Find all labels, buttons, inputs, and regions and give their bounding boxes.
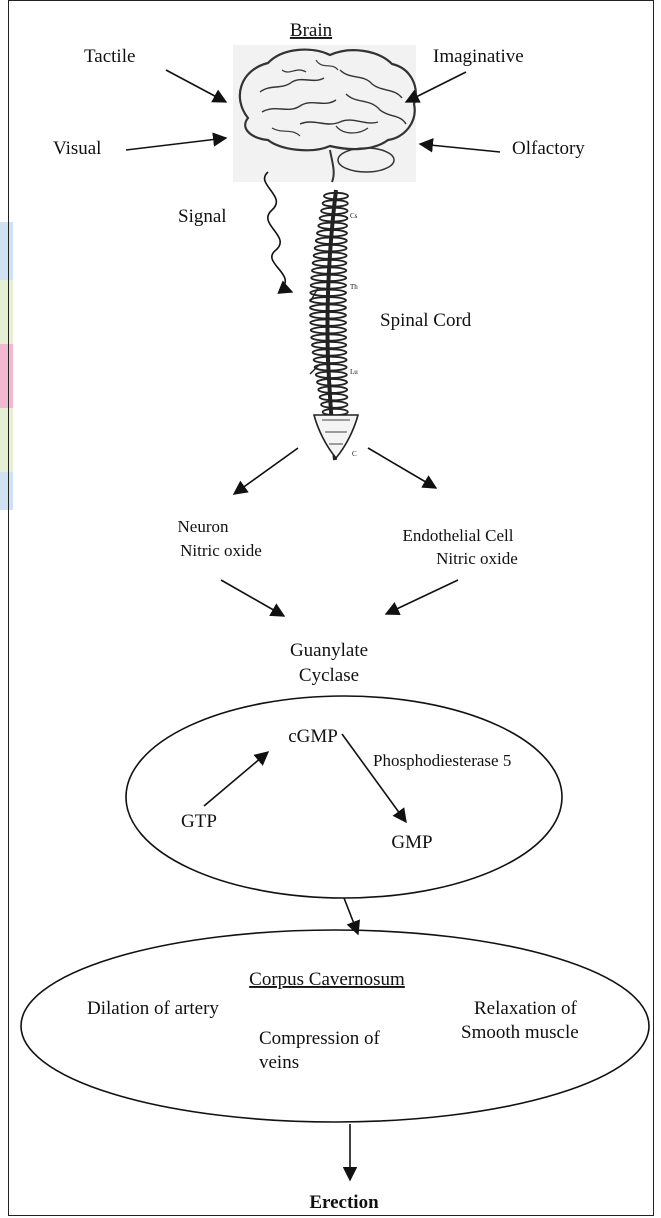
cgmp-label: cGMP: [288, 726, 338, 747]
veins-label: veins: [259, 1052, 299, 1073]
arrow-to-corpus: [344, 898, 358, 934]
compression-label: Compression of: [259, 1028, 381, 1049]
olfactory-label: Olfactory: [512, 138, 585, 159]
spinal-cord-icon: [310, 190, 358, 460]
relaxation-label: Relaxation of: [474, 998, 578, 1019]
neuron-label: Neuron: [178, 517, 229, 536]
endothelial-no-label: Nitric oxide: [436, 549, 518, 568]
visual-label: Visual: [53, 138, 101, 159]
signal-arrow: [265, 172, 292, 292]
visual-arrow: [126, 138, 226, 150]
vertebra: [321, 401, 347, 407]
signal-label: Signal: [178, 206, 227, 227]
dilation-label: Dilation of artery: [87, 998, 219, 1019]
spinal-cord-label: Spinal Cord: [380, 310, 472, 331]
vertebra: [317, 379, 347, 385]
spine-mark-th: Th: [350, 283, 358, 291]
olfactory-arrow: [420, 144, 500, 152]
cgmp-cycle-ellipse: [126, 696, 562, 898]
gtp-label: GTP: [181, 811, 217, 832]
arrow-to-neuron: [234, 448, 298, 494]
pde5-label: Phosphodiesterase 5: [373, 751, 511, 770]
vertebra: [318, 387, 347, 393]
corpus-title: Corpus Cavernosum: [249, 969, 405, 990]
guanylate-label: Guanylate: [290, 640, 368, 661]
arrow-to-endothelial: [368, 448, 436, 488]
arrow-endothelial-to-gc: [386, 580, 458, 614]
brain-icon: [233, 45, 416, 182]
spine-mark-lu: Lu: [350, 368, 358, 376]
imaginative-label: Imaginative: [433, 46, 524, 67]
arrow-neuron-to-gc: [221, 580, 284, 616]
arrow-cgmp-to-gmp: [342, 734, 406, 822]
spine-mark-cs: Cs: [350, 212, 358, 220]
endothelial-label: Endothelial Cell: [403, 526, 514, 545]
vertebra: [320, 394, 348, 400]
gmp-label: GMP: [391, 832, 432, 853]
smooth-muscle-label: Smooth muscle: [461, 1022, 579, 1043]
brain-title: Brain: [290, 20, 333, 41]
erection-label: Erection: [309, 1192, 379, 1213]
spine-mark-c: C: [352, 450, 357, 458]
tactile-label: Tactile: [84, 46, 135, 67]
cyclase-label: Cyclase: [299, 665, 359, 686]
neuron-no-label: Nitric oxide: [180, 541, 262, 560]
tactile-arrow: [166, 70, 226, 102]
vertebra: [316, 372, 347, 378]
arrow-gtp-to-cgmp: [204, 752, 268, 806]
